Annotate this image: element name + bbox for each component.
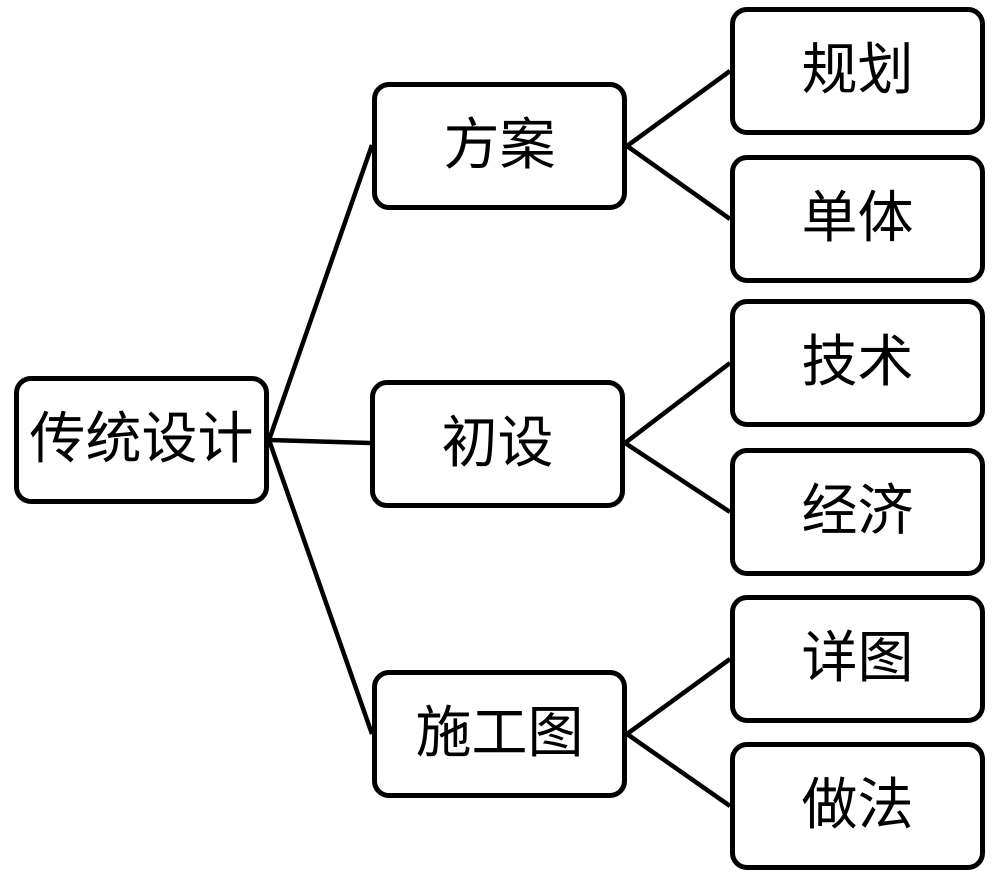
node-leaf-zuofa: 做法 xyxy=(730,742,985,870)
node-leaf-jishu: 技术 xyxy=(730,299,985,427)
node-leaf-danti-label: 单体 xyxy=(801,186,914,251)
node-leaf-jingji: 经济 xyxy=(730,448,985,576)
node-branch-fangan: 方案 xyxy=(372,82,627,210)
connector-line-branch2-leaf0 xyxy=(625,657,732,736)
node-branch-shigongtu: 施工图 xyxy=(372,670,627,798)
node-leaf-jishu-label: 技术 xyxy=(801,330,914,395)
node-branch-chushe-label: 初设 xyxy=(441,411,554,476)
node-leaf-xiangtu-label: 详图 xyxy=(801,626,914,691)
node-leaf-guihua-label: 规划 xyxy=(801,38,914,103)
connector-line-branch1-leaf1 xyxy=(623,441,732,514)
connector-line-branch0-leaf1 xyxy=(625,144,732,221)
connector-line-branch0-leaf0 xyxy=(625,69,732,148)
node-leaf-danti: 单体 xyxy=(730,155,985,283)
node-leaf-xiangtu: 详图 xyxy=(730,595,985,723)
node-branch-fangan-label: 方案 xyxy=(443,113,556,178)
node-leaf-zuofa-label: 做法 xyxy=(801,773,914,838)
connector-line-branch2-leaf1 xyxy=(625,732,732,808)
node-root-label: 传统设计 xyxy=(29,407,254,472)
node-branch-chushe: 初设 xyxy=(370,380,625,508)
connector-line-root-branch0 xyxy=(266,144,375,441)
connector-line-root-branch1 xyxy=(268,437,371,446)
node-leaf-jingji-label: 经济 xyxy=(801,479,914,544)
connector-line-root-branch2 xyxy=(266,439,375,735)
node-branch-shigongtu-label: 施工图 xyxy=(415,701,584,766)
node-leaf-guihua: 规划 xyxy=(730,7,985,135)
connector-line-branch1-leaf0 xyxy=(623,361,732,445)
node-root: 传统设计 xyxy=(14,376,269,504)
